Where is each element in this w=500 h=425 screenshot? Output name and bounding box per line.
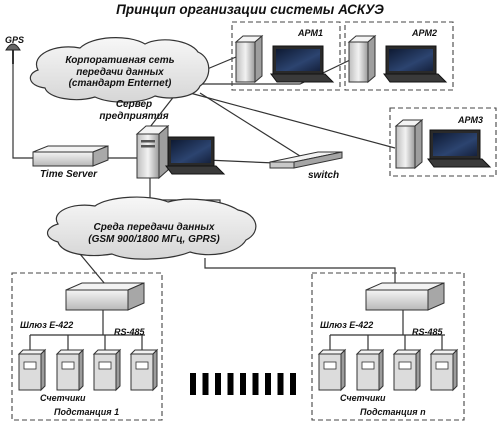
separator-bar <box>227 373 234 395</box>
server-label-line2: предприятия <box>99 110 169 122</box>
substation-n-box <box>311 272 465 421</box>
electric-meter-icon <box>355 348 385 392</box>
server-label-line1: Сервер <box>115 99 153 110</box>
gateway-right-label: Шлюз Е-422 <box>320 320 374 330</box>
corporate-network-line2: передачи данных <box>76 66 164 78</box>
time-server-icon <box>32 145 109 167</box>
meters-left-label: Счетчики <box>40 393 86 403</box>
data-medium-line2: (GSM 900/1800 МГц, GPRS) <box>88 233 220 245</box>
switch-label: switch <box>308 170 340 181</box>
separator-bar <box>240 373 246 395</box>
connection-lines <box>12 56 445 352</box>
separator-bar <box>190 373 196 395</box>
server-label: Сервер предприятия <box>96 99 172 122</box>
data-medium-line1: Среда передачи данных <box>93 222 215 233</box>
data-medium-cloud <box>46 196 257 260</box>
arm2-laptop-icon <box>383 45 448 83</box>
arm3-pc-tower-icon <box>394 118 424 170</box>
arm1-label: АРМ1 <box>298 28 324 38</box>
substation-n-label: Подстанция n <box>360 407 426 417</box>
arm2-label: АРМ2 <box>412 28 438 38</box>
separator-bar <box>290 373 296 395</box>
line-corp-switch <box>199 92 301 157</box>
electric-meter-icon <box>129 348 159 392</box>
diagram-title: Принцип организации системы АСКУЭ <box>116 2 384 17</box>
electric-meter-icon <box>429 348 459 392</box>
separator-bar <box>277 373 284 395</box>
electric-meter-icon <box>92 348 122 392</box>
separator-bar <box>265 373 271 395</box>
corporate-network-label: Корпоративная сеть передачи данных (стан… <box>44 55 196 90</box>
meters-left-group <box>17 348 159 392</box>
rs485-right-label: RS-485 <box>412 327 443 337</box>
time-server-label: Time Server <box>40 169 98 180</box>
server-laptop-icon <box>165 136 226 175</box>
line-corp-arm2 <box>200 59 351 85</box>
electric-meter-icon <box>317 348 347 392</box>
corporate-network-line1: Корпоративная сеть <box>65 55 175 66</box>
arm3-laptop-icon <box>427 129 492 168</box>
separator-bar <box>202 373 209 395</box>
rs485-bus-right <box>329 310 445 352</box>
arm3-box <box>389 107 497 177</box>
corporate-network-line3: (стандарт Enternet) <box>68 78 172 89</box>
substation-1-label: Подстанция 1 <box>54 407 120 417</box>
arm1-laptop-icon <box>270 45 335 83</box>
gps-antenna-icon <box>5 43 21 64</box>
switch-icon <box>269 151 343 169</box>
arm2-pc-tower-icon <box>347 34 377 84</box>
electric-meter-icon <box>55 348 85 392</box>
gps-line <box>12 62 40 159</box>
arm3-label: АРМ3 <box>458 115 484 125</box>
enterprise-server-icon <box>135 124 170 180</box>
rs485-bus-left <box>29 310 145 352</box>
more-substations-indicator <box>190 373 296 395</box>
gateway-left-icon <box>65 282 145 311</box>
rs485-left-label: RS-485 <box>114 327 145 337</box>
gateway-left-label: Шлюз Е-422 <box>20 320 74 330</box>
separator-bar <box>215 373 221 395</box>
gps-label: GPS <box>5 35 25 45</box>
line-medium-gateway-n <box>204 258 396 290</box>
gateway-right-icon <box>365 282 445 311</box>
line-corp-arm3 <box>189 92 396 149</box>
electric-meter-icon <box>17 348 47 392</box>
substation-1-box <box>11 272 163 421</box>
data-medium-label: Среда передачи данных (GSM 900/1800 МГц,… <box>64 222 244 245</box>
line-corp-server <box>149 94 176 128</box>
corporate-network-cloud <box>29 37 210 103</box>
meters-right-group <box>317 348 459 392</box>
separator-bar <box>252 373 259 395</box>
electric-meter-icon <box>392 348 422 392</box>
meters-right-label: Счетчики <box>340 393 386 403</box>
arm1-pc-tower-icon <box>234 34 264 84</box>
